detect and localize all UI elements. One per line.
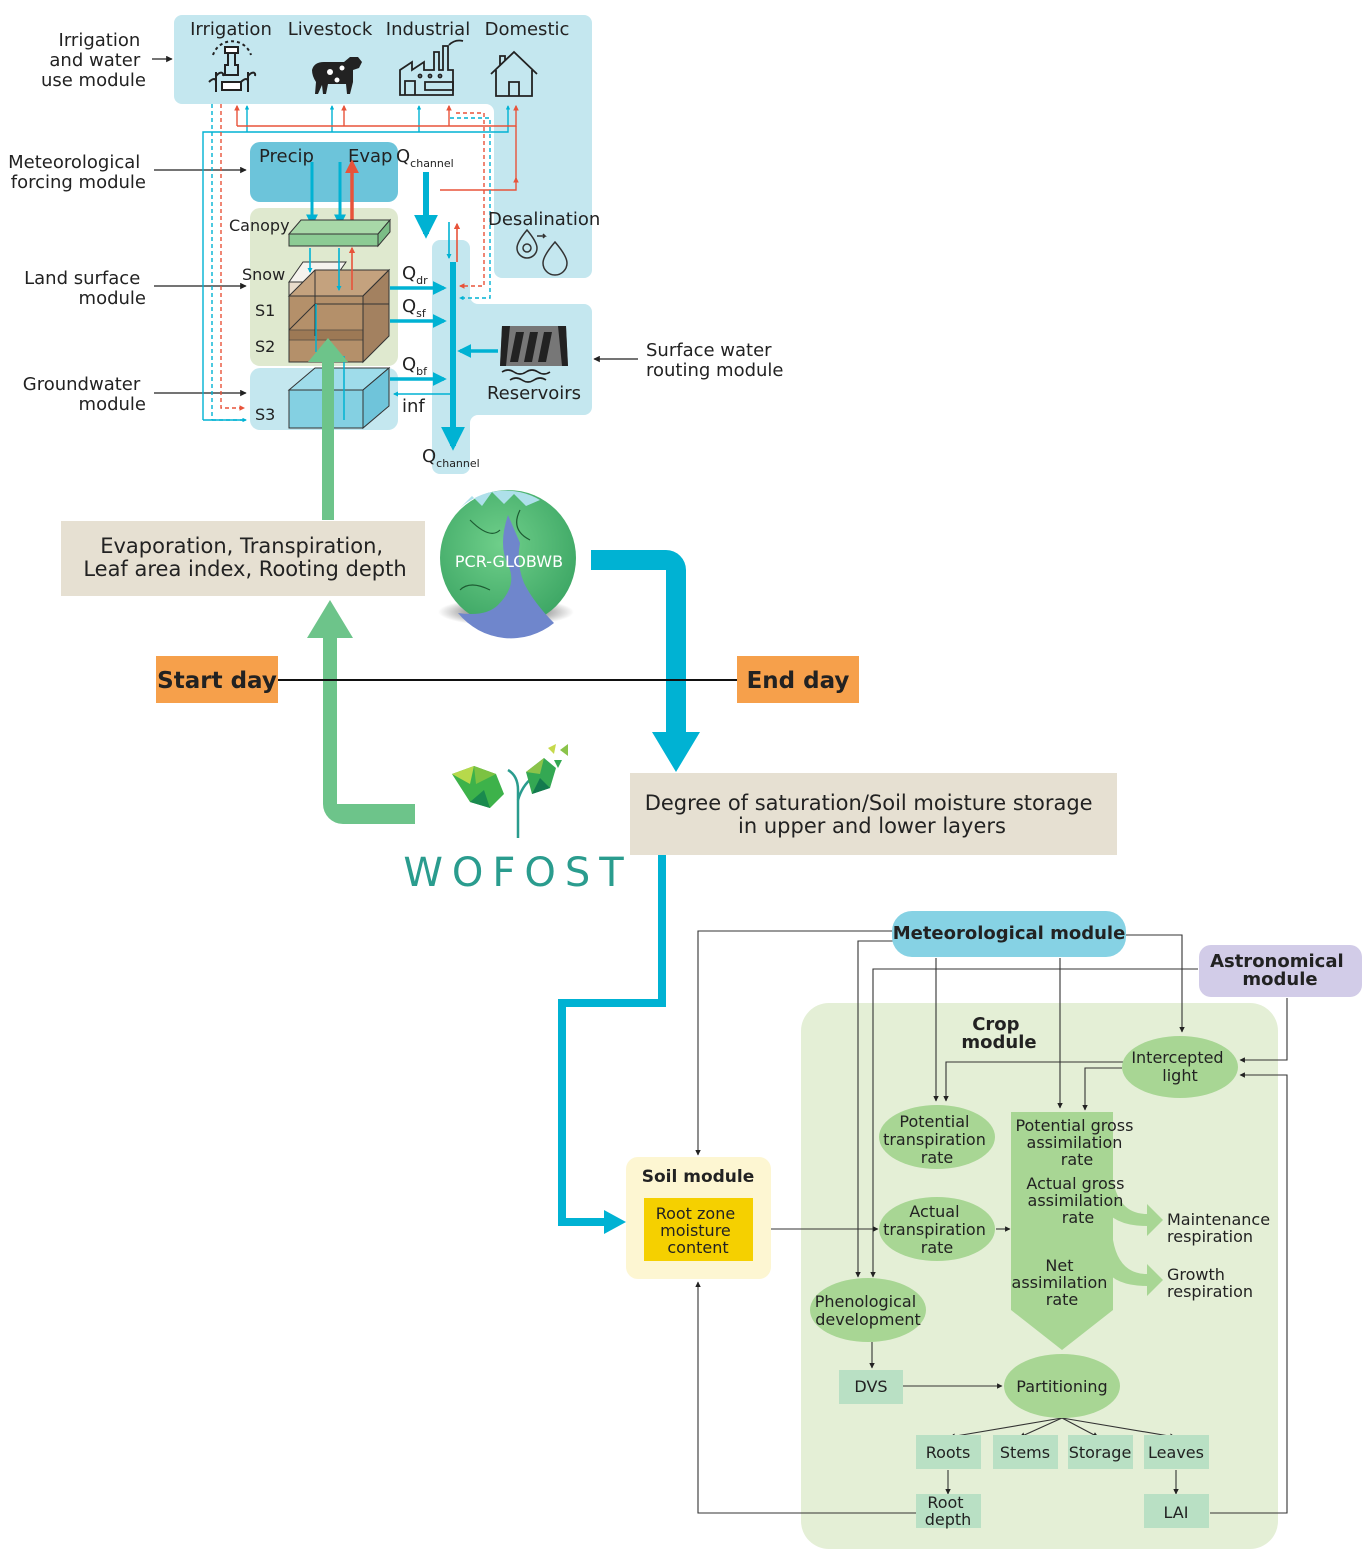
dvs-label: DVS xyxy=(854,1377,887,1396)
sprinkler-icon xyxy=(208,40,257,92)
pcr-globwb-logo-text: PCR-GLOBWB xyxy=(455,552,563,571)
label-meteorological-forcing-module: Meteorological forcing module xyxy=(8,152,146,193)
partitioning-label: Partitioning xyxy=(1016,1377,1107,1396)
water-use-module-panel xyxy=(174,15,592,278)
lai-box xyxy=(1144,1494,1209,1528)
desalination-label: Desalination xyxy=(488,209,600,230)
root-zone-moisture-label: Root zone moisture content xyxy=(656,1204,741,1257)
organ-roots xyxy=(916,1435,981,1469)
blue-connector-to-soil xyxy=(558,855,666,1226)
green-arrow-to-pcr-top xyxy=(308,338,348,520)
start-day-box xyxy=(156,656,278,703)
wofost-inputs-text: Degree of saturation/Soil moisture stora… xyxy=(645,791,1100,838)
wofost-inputs-box xyxy=(630,773,1117,855)
reservoir-dam-icon xyxy=(500,326,568,383)
s3-label: S3 xyxy=(255,405,275,424)
maintenance-respiration-arrow xyxy=(1103,1180,1163,1236)
organ-leaves xyxy=(1144,1435,1209,1469)
root-depth-label: Root depth xyxy=(925,1493,972,1529)
groundwater-store xyxy=(287,366,391,430)
astronomical-module-label: Astronomical module xyxy=(1210,951,1350,990)
green-arrow-from-wofost xyxy=(307,600,415,824)
end-day-box xyxy=(737,656,859,703)
water-use-pipes xyxy=(202,104,519,423)
astronomical-module xyxy=(1199,945,1362,997)
wofost-logo: WOFOST xyxy=(403,744,632,896)
snow-label: Snow xyxy=(242,265,285,284)
sector-industrial: Industrial xyxy=(386,19,470,40)
q-channel-bottom-label: Qchannel xyxy=(422,446,480,470)
house-icon xyxy=(490,50,538,97)
organ-storage xyxy=(1068,1435,1133,1469)
q-sf-label: Qsf xyxy=(402,296,427,320)
actual-transpiration-node xyxy=(879,1197,995,1261)
leaves-label: Leaves xyxy=(1148,1443,1204,1462)
precip-label: Precip xyxy=(259,146,314,167)
actual-transpiration-label: Actual transpiration rate xyxy=(883,1202,991,1257)
pcr-inputs-text: Evaporation, Transpiration, Leaf area in… xyxy=(83,534,406,581)
pcr-globwb-schematic: Irrigation Livestock Industrial Domestic xyxy=(8,15,784,474)
sector-domestic: Domestic xyxy=(485,19,570,40)
canopy-label: Canopy xyxy=(229,216,290,235)
desalination-icon xyxy=(516,228,568,276)
label-groundwater-module: Groundwater module xyxy=(23,374,146,415)
label-surface-water-routing-module: Surface water routing module xyxy=(646,340,784,381)
intercepted-light-node xyxy=(1122,1036,1238,1098)
start-day-label: Start day xyxy=(157,668,277,694)
intercepted-light-label: Intercepted light xyxy=(1131,1048,1228,1085)
label-irrigation-module: Irrigation and water use module xyxy=(41,30,146,91)
factory-icon xyxy=(399,39,464,96)
blue-arrow-to-wofost xyxy=(591,550,700,772)
sector-irrigation: Irrigation xyxy=(190,19,272,40)
meteorological-module-label: Meteorological module xyxy=(893,923,1126,944)
soil-module-title: Soil module xyxy=(642,1167,755,1187)
organ-stems xyxy=(993,1435,1058,1469)
inf-label: inf xyxy=(402,396,425,417)
meteorological-forcing-panel xyxy=(250,142,398,202)
potential-transpiration-label: Potential transpiration rate xyxy=(883,1112,991,1167)
net-assimilation-label: Net assimilation rate xyxy=(1012,1256,1113,1309)
assimilation-column xyxy=(1011,1112,1113,1350)
q-dr-label: Qdr xyxy=(402,263,428,287)
pcr-globwb-logo: PCR-GLOBWB xyxy=(438,490,576,639)
label-land-surface-module: Land surface module xyxy=(24,268,146,309)
potential-gross-label: Potential gross assimilation rate xyxy=(1015,1116,1138,1169)
actual-gross-label: Actual gross assimilation rate xyxy=(1026,1174,1129,1227)
lai-label: LAI xyxy=(1164,1503,1189,1522)
partitioning-node xyxy=(1004,1354,1120,1418)
evap-label: Evap xyxy=(348,146,392,167)
q-channel-top-label: Qchannel xyxy=(396,146,454,170)
dvs-box xyxy=(839,1370,903,1404)
end-day-label: End day xyxy=(747,668,850,694)
crop-module-title: Crop module xyxy=(961,1014,1036,1053)
s2-label: S2 xyxy=(255,337,275,356)
soil-column xyxy=(287,261,391,364)
root-zone-moisture-box xyxy=(644,1198,753,1261)
sector-livestock: Livestock xyxy=(288,19,373,40)
wofost-flow-lines xyxy=(695,930,1288,1514)
maintenance-respiration-label: Maintenance respiration xyxy=(1167,1210,1275,1246)
root-depth-box xyxy=(916,1494,981,1528)
q-bf-label: Qbf xyxy=(402,354,428,378)
phenological-development-node xyxy=(810,1278,926,1342)
wofost-logo-text: WOFOST xyxy=(403,850,632,896)
coupling-section: Evaporation, Transpiration, Leaf area in… xyxy=(61,338,1117,1234)
s1-label: S1 xyxy=(255,301,275,320)
reservoirs-label: Reservoirs xyxy=(487,383,581,404)
storage-label: Storage xyxy=(1069,1443,1132,1462)
stems-label: Stems xyxy=(1000,1443,1050,1462)
wofost-schematic: Crop module xyxy=(626,911,1362,1549)
cow-icon xyxy=(312,57,362,94)
growth-respiration-label: Growth respiration xyxy=(1167,1265,1253,1301)
phenological-development-label: Phenological development xyxy=(815,1292,922,1329)
pcr-inputs-box xyxy=(61,521,425,596)
roots-label: Roots xyxy=(926,1443,971,1462)
growth-respiration-arrow xyxy=(1103,1240,1163,1296)
meteorological-module xyxy=(892,911,1126,957)
canopy-slab xyxy=(287,218,392,248)
potential-transpiration-node xyxy=(879,1105,995,1169)
